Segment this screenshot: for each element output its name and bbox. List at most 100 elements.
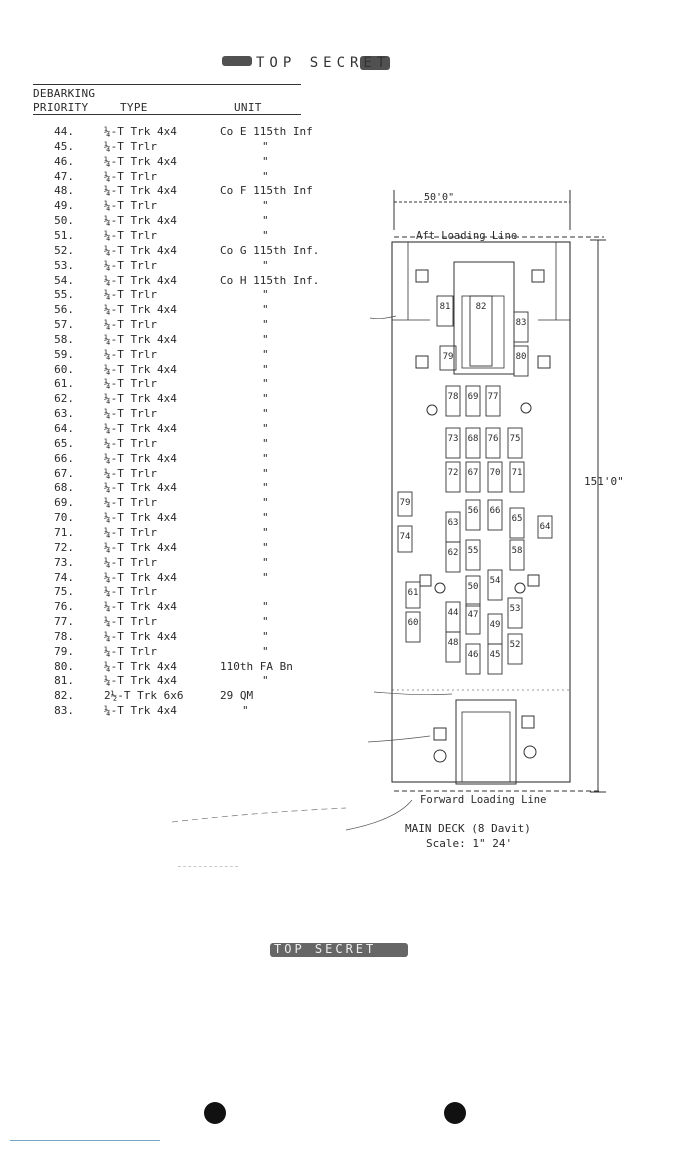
row-type: ¼-T Trlr (104, 525, 157, 539)
row-type: ¼-T Trlr (104, 347, 157, 361)
row-priority: 54. (54, 273, 74, 287)
header-priority-line2: PRIORITY (33, 101, 89, 114)
vehicle-76: 76 (485, 427, 501, 459)
row-priority: 60. (54, 362, 74, 376)
row-type: ¼-T Trk 4x4 (104, 511, 177, 525)
row-unit: " (262, 332, 269, 346)
vehicle-83: 83 (513, 311, 529, 343)
vehicle-number: 62 (448, 548, 459, 558)
vehicle-77: 77 (485, 385, 501, 417)
row-type: ¼-T Trk 4x4 (104, 362, 177, 376)
row-unit: " (262, 436, 269, 450)
vehicle-48: 48 (445, 631, 461, 663)
row-type: ¼-T Trk 4x4 (104, 125, 177, 138)
row-type: ¼-T Trlr (104, 318, 157, 332)
vehicle-60: 60 (405, 611, 421, 643)
vehicle-62: 62 (445, 541, 461, 573)
row-type: ¼-T Trlr (104, 466, 157, 480)
row-type: ¼-T Trk 4x4 (104, 422, 177, 435)
vehicle-number: 81 (440, 302, 451, 312)
vehicle-52: 52 (507, 633, 523, 665)
row-unit: " (262, 169, 269, 183)
vehicle-61: 61 (405, 581, 421, 609)
binder-hole-left (204, 1102, 226, 1124)
row-unit: " (262, 511, 269, 525)
row-type: ¼-T Trk 4x4 (104, 214, 177, 228)
vehicle-number: 50 (468, 582, 479, 592)
row-unit: " (262, 422, 269, 435)
row-unit: " (262, 451, 269, 465)
vehicle-number: 46 (468, 650, 479, 660)
row-unit: 110th FA Bn (220, 659, 293, 673)
vehicle-number: 69 (468, 392, 479, 402)
vehicle-number: 72 (448, 468, 459, 478)
row-priority: 47. (54, 169, 74, 183)
row-type: ¼-T Trk 4x4 (104, 600, 177, 614)
vehicle-number: 66 (490, 506, 501, 516)
row-type: ¼-T Trlr (104, 615, 157, 629)
vehicle-67: 67 (465, 461, 481, 493)
row-type: ¼-T Trk 4x4 (104, 451, 177, 465)
vehicle-number: 52 (510, 640, 521, 650)
vehicle-71: 71 (509, 461, 525, 493)
vehicle-81: 81 (436, 295, 454, 327)
row-priority: 45. (54, 139, 74, 153)
row-unit: " (262, 570, 269, 584)
row-priority: 63. (54, 407, 74, 421)
vehicle-number: 80 (516, 352, 527, 362)
row-unit: " (262, 600, 269, 614)
row-type: ¼-T Trlr (104, 644, 157, 658)
vehicle-number: 45 (490, 650, 501, 660)
row-priority: 67. (54, 466, 74, 480)
row-unit: " (262, 629, 269, 643)
vehicle-number: 83 (516, 318, 527, 328)
row-type: ¼-T Trlr (104, 199, 157, 213)
vehicle-74: 74 (397, 525, 413, 553)
row-type: ¼-T Trk 4x4 (104, 154, 177, 168)
vehicle-46: 46 (465, 643, 481, 675)
vehicle-56: 56 (465, 499, 481, 531)
vehicle-55: 55 (465, 539, 481, 571)
row-priority: 76. (54, 600, 74, 614)
vehicle-number: 71 (512, 468, 523, 478)
header-rule-bottom (33, 114, 301, 115)
vehicle-49: 49 (487, 613, 503, 645)
row-unit: " (262, 303, 269, 317)
vehicle-number: 64 (540, 522, 551, 532)
row-unit: " (262, 139, 269, 153)
row-type: ¼-T Trlr (104, 555, 157, 569)
row-unit: Co F 115th Inf (220, 184, 313, 198)
row-priority: 48. (54, 184, 74, 198)
header-unit: UNIT (234, 101, 262, 114)
row-priority: 78. (54, 629, 74, 643)
row-type: ¼-T Trlr (104, 169, 157, 183)
vehicle-number: 65 (512, 514, 523, 524)
vehicle-69: 69 (465, 385, 481, 417)
row-type: ¼-T Trlr (104, 436, 157, 450)
top-secret-stamp: TOP SECRET (222, 52, 392, 74)
deck-caption-title: MAIN DECK (8 Davit) (405, 822, 531, 835)
row-priority: 73. (54, 555, 74, 569)
vehicle-number: 44 (448, 608, 459, 618)
length-dimension-label: 151'0" (584, 475, 624, 488)
row-priority: 72. (54, 540, 74, 554)
vehicle-54: 54 (487, 569, 503, 601)
row-unit: " (262, 540, 269, 554)
vehicle-number: 48 (448, 638, 459, 648)
row-priority: 74. (54, 570, 74, 584)
vehicle-number: 79 (400, 498, 411, 508)
forward-loading-line-label: Forward Loading Line (420, 794, 546, 806)
vehicle-64: 64 (537, 515, 553, 539)
vehicle-68: 68 (465, 427, 481, 459)
row-unit: " (262, 377, 269, 391)
row-priority: 82. (54, 689, 74, 703)
row-priority: 50. (54, 214, 74, 228)
vehicle-66: 66 (487, 499, 503, 531)
vehicle-number: 73 (448, 434, 459, 444)
vehicle-72: 72 (445, 461, 461, 493)
row-unit: Co E 115th Inf (220, 125, 313, 138)
vehicle-number: 77 (488, 392, 499, 402)
vehicle-number: 74 (400, 532, 411, 542)
